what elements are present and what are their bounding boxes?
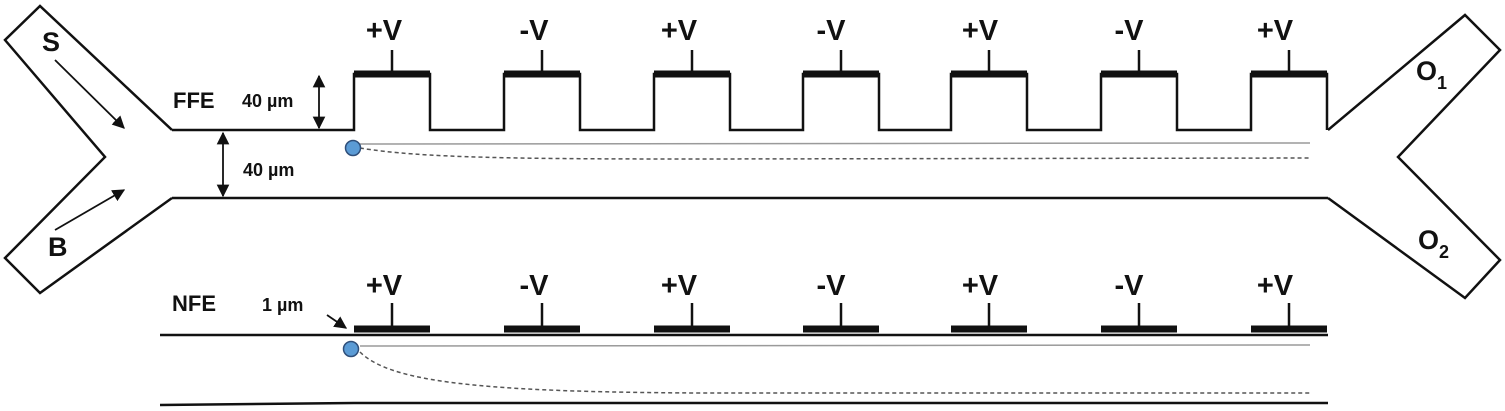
ffe-voltage-label: +V	[661, 15, 698, 47]
nfe-electrode	[354, 303, 430, 333]
outlet1-label: O1	[1416, 56, 1447, 93]
ffe-electrode	[951, 50, 1027, 78]
ffe-voltage-label: -V	[817, 15, 847, 47]
ffe-electrode	[354, 50, 430, 78]
nfe-bottom-wall	[159, 401, 1328, 407]
buffer-inlet-label: B	[48, 232, 68, 262]
nfe-voltage-label: -V	[520, 270, 550, 302]
inlet-arms	[3, 4, 173, 295]
ffe-electrode	[654, 50, 730, 78]
ffe-deflected-path	[359, 147, 1311, 160]
ffe-straight-path	[359, 142, 1311, 145]
ffe-channel-width-label: 40 µm	[243, 160, 294, 180]
nfe-electrode-height-label: 1 µm	[262, 295, 303, 315]
ffe-electrode	[803, 50, 879, 78]
ffe-electrode	[1251, 50, 1327, 78]
nfe-deflected-path	[359, 351, 1310, 394]
ffe-label: FFE	[173, 88, 215, 113]
nfe-electrode	[504, 303, 580, 333]
nfe-voltage-label: +V	[366, 270, 403, 302]
nfe-electrode	[654, 303, 730, 333]
nfe-particle	[342, 340, 360, 358]
ffe-channel	[172, 72, 1329, 200]
nfe-voltage-label: +V	[661, 270, 698, 302]
nfe-electrodes	[354, 303, 1327, 333]
nfe-voltage-label: -V	[817, 270, 847, 302]
nfe-electrode	[803, 303, 879, 333]
ffe-voltage-label: +V	[366, 15, 403, 47]
buffer-flow-arrow	[54, 189, 126, 231]
ffe-electrode-wall	[172, 72, 1329, 132]
nfe-voltage-label: +V	[962, 270, 999, 302]
nfe-electrode	[1251, 303, 1327, 333]
ffe-electrode-height-label: 40 µm	[242, 91, 293, 111]
ffe-electrode	[504, 50, 580, 78]
nfe-voltage-label: -V	[1115, 270, 1145, 302]
sample-inlet-label: S	[42, 27, 60, 57]
ffe-voltage-label: +V	[962, 15, 999, 47]
nfe-label: NFE	[172, 291, 216, 316]
nfe-particle-paths	[359, 344, 1311, 394]
sample-flow-arrow	[54, 59, 125, 129]
outlet1-arm	[1327, 13, 1502, 300]
outlet-arms	[1327, 13, 1502, 300]
nfe-straight-path	[359, 344, 1311, 347]
ffe-voltage-label: -V	[520, 15, 550, 47]
nfe-channel	[159, 333, 1328, 407]
sample-inlet-arm	[3, 4, 173, 295]
ffe-voltage-label: +V	[1257, 15, 1294, 47]
ffe-voltage-label: -V	[1115, 15, 1145, 47]
nfe-electrode	[951, 303, 1027, 333]
nfe-electrode-height-arrow	[326, 314, 348, 329]
ffe-particle	[344, 139, 362, 157]
nfe-voltage-label: +V	[1257, 270, 1294, 302]
ffe-electrode	[1101, 50, 1177, 78]
ffe-electrodes	[354, 50, 1327, 78]
ffe-voltage-labels: +V -V +V -V +V -V +V	[366, 15, 1294, 47]
outlet2-label: O2	[1418, 225, 1449, 262]
nfe-voltage-labels: +V -V +V -V +V -V +V	[366, 270, 1294, 302]
ffe-dimension-arrows	[216, 74, 326, 198]
ffe-particle-paths	[359, 142, 1311, 160]
nfe-electrode	[1101, 303, 1177, 333]
inlet-flow-arrows	[54, 59, 126, 231]
